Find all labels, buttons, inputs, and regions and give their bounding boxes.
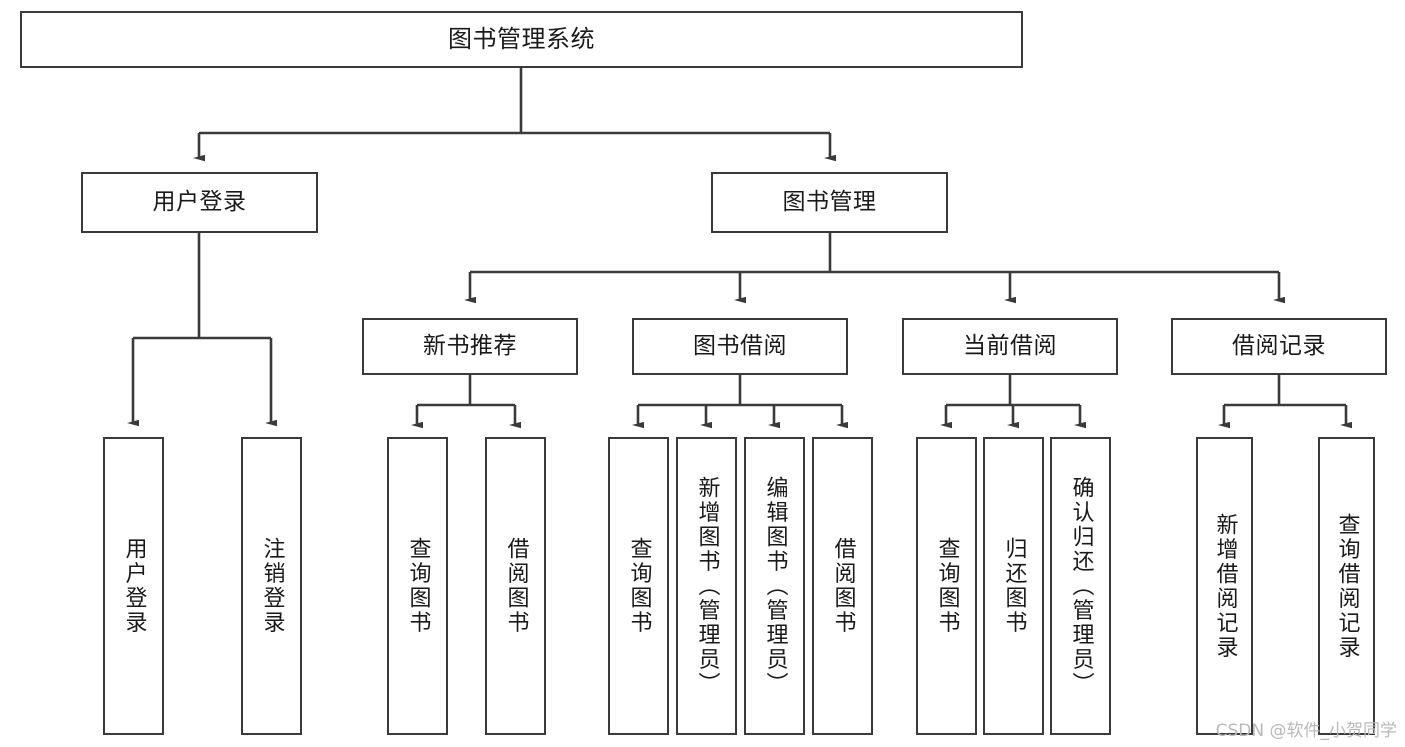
node-user-login-label: 用户登录 <box>152 188 247 215</box>
leaf-user-login-logout[interactable]: 注销登录 <box>241 437 302 735</box>
leaf-borrow-query-book-label: 查询图书 <box>626 537 652 635</box>
leaf-new-book-query-label: 查询图书 <box>405 537 431 635</box>
node-book-management-label: 图书管理 <box>782 188 877 215</box>
leaf-borrow-query-book[interactable]: 查询图书 <box>608 437 669 735</box>
leaf-user-login-logout-label: 注销登录 <box>259 537 285 635</box>
leaf-current-return-book-label: 归还图书 <box>1001 537 1027 635</box>
leaf-user-login-login-label: 用户登录 <box>121 537 147 635</box>
node-borrow-record[interactable]: 借阅记录 <box>1171 318 1387 375</box>
leaf-record-query-label: 查询借阅记录 <box>1334 512 1360 660</box>
leaf-current-query-book[interactable]: 查询图书 <box>916 437 977 735</box>
leaf-borrow-edit-book-label: 编辑图书（管理员） <box>762 475 788 697</box>
csdn-watermark: CSDN @软件_小贺同学 <box>1215 721 1397 741</box>
leaf-borrow-edit-book[interactable]: 编辑图书（管理员） <box>744 437 805 735</box>
node-root-system-label: 图书管理系统 <box>448 25 595 54</box>
leaf-new-book-borrow-label: 借阅图书 <box>503 537 529 635</box>
node-root-system[interactable]: 图书管理系统 <box>20 11 1023 68</box>
leaf-borrow-add-book-label: 新增图书（管理员） <box>694 475 720 697</box>
leaf-borrow-borrow-book[interactable]: 借阅图书 <box>812 437 873 735</box>
leaf-current-return-book[interactable]: 归还图书 <box>983 437 1044 735</box>
leaf-current-confirm-return[interactable]: 确认归还（管理员） <box>1050 437 1111 735</box>
leaf-record-query[interactable]: 查询借阅记录 <box>1318 437 1375 735</box>
leaf-record-add[interactable]: 新增借阅记录 <box>1196 437 1253 735</box>
node-book-borrow-label: 图书借阅 <box>693 332 787 359</box>
node-new-book-recommend-label: 新书推荐 <box>423 332 517 359</box>
leaf-borrow-add-book[interactable]: 新增图书（管理员） <box>676 437 737 735</box>
leaf-user-login-login[interactable]: 用户登录 <box>103 437 164 735</box>
node-current-borrow[interactable]: 当前借阅 <box>902 318 1118 375</box>
node-book-management[interactable]: 图书管理 <box>711 172 948 233</box>
node-book-borrow[interactable]: 图书借阅 <box>632 318 848 375</box>
node-user-login[interactable]: 用户登录 <box>81 172 318 233</box>
leaf-new-book-query[interactable]: 查询图书 <box>387 437 448 735</box>
leaf-borrow-borrow-book-label: 借阅图书 <box>830 537 856 635</box>
node-new-book-recommend[interactable]: 新书推荐 <box>362 318 578 375</box>
leaf-current-query-book-label: 查询图书 <box>934 537 960 635</box>
node-current-borrow-label: 当前借阅 <box>963 332 1057 359</box>
leaf-record-add-label: 新增借阅记录 <box>1212 512 1238 660</box>
leaf-current-confirm-return-label: 确认归还（管理员） <box>1068 475 1094 697</box>
leaf-new-book-borrow[interactable]: 借阅图书 <box>485 437 546 735</box>
node-borrow-record-label: 借阅记录 <box>1232 332 1326 359</box>
